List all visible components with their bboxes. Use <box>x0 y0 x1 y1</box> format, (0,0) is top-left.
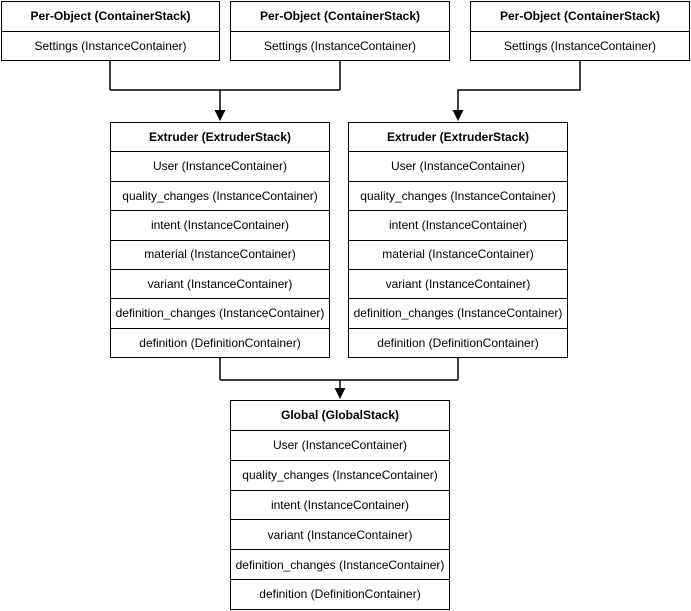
row-settings: Settings (InstanceContainer) <box>471 30 689 61</box>
extruder-stack-2-box: Extruder (ExtruderStack) User (InstanceC… <box>348 122 568 358</box>
row-definition: definition (DefinitionContainer) <box>349 327 567 357</box>
row-intent: intent (InstanceContainer) <box>349 210 567 239</box>
extruder-stack-1-title: Extruder (ExtruderStack) <box>148 129 292 144</box>
connector-extruders-to-global <box>219 358 459 390</box>
extruder-stack-2-title: Extruder (ExtruderStack) <box>386 129 530 144</box>
row-material: material (InstanceContainer) <box>349 239 567 269</box>
connector-perobject3-to-extruder2 <box>457 61 581 112</box>
arrowhead-into-global <box>334 388 346 399</box>
row-material: material (InstanceContainer) <box>111 239 329 269</box>
arrowhead-into-extruder1 <box>214 110 226 121</box>
row-variant: variant (InstanceContainer) <box>231 519 449 549</box>
connector-perobjects-to-extruder1 <box>109 61 341 112</box>
row-definition: definition (DefinitionContainer) <box>111 327 329 357</box>
row-variant: variant (InstanceContainer) <box>111 268 329 298</box>
arrowhead-into-extruder2 <box>452 110 464 121</box>
row-definition: definition (DefinitionContainer) <box>231 579 449 609</box>
row-quality-changes: quality_changes (InstanceContainer) <box>231 459 449 490</box>
per-object-stack-1-title: Per-Object (ContainerStack) <box>30 9 191 24</box>
per-object-stack-3-box: Per-Object (ContainerStack) Settings (In… <box>470 1 690 61</box>
row-quality-changes: quality_changes (InstanceContainer) <box>111 180 329 210</box>
global-stack-box: Global (GlobalStack) User (InstanceConta… <box>230 400 450 610</box>
row-intent: intent (InstanceContainer) <box>111 210 329 239</box>
per-object-stack-2-box: Per-Object (ContainerStack) Settings (In… <box>230 1 450 61</box>
row-settings: Settings (InstanceContainer) <box>2 30 219 61</box>
row-user: User (InstanceContainer) <box>349 151 567 180</box>
extruder-stack-1-box: Extruder (ExtruderStack) User (InstanceC… <box>110 122 330 358</box>
row-user: User (InstanceContainer) <box>111 151 329 180</box>
per-object-stack-1-box: Per-Object (ContainerStack) Settings (In… <box>1 1 220 61</box>
row-definition-changes: definition_changes (InstanceContainer) <box>111 298 329 327</box>
row-quality-changes: quality_changes (InstanceContainer) <box>349 180 567 210</box>
global-stack-title: Global (GlobalStack) <box>280 408 400 423</box>
row-settings: Settings (InstanceContainer) <box>231 30 449 61</box>
row-variant: variant (InstanceContainer) <box>349 268 567 298</box>
row-user: User (InstanceContainer) <box>231 429 449 460</box>
row-definition-changes: definition_changes (InstanceContainer) <box>349 298 567 327</box>
per-object-stack-3-title: Per-Object (ContainerStack) <box>499 9 661 24</box>
row-definition-changes: definition_changes (InstanceContainer) <box>231 549 449 579</box>
row-intent: intent (InstanceContainer) <box>231 489 449 520</box>
per-object-stack-2-title: Per-Object (ContainerStack) <box>259 9 421 24</box>
